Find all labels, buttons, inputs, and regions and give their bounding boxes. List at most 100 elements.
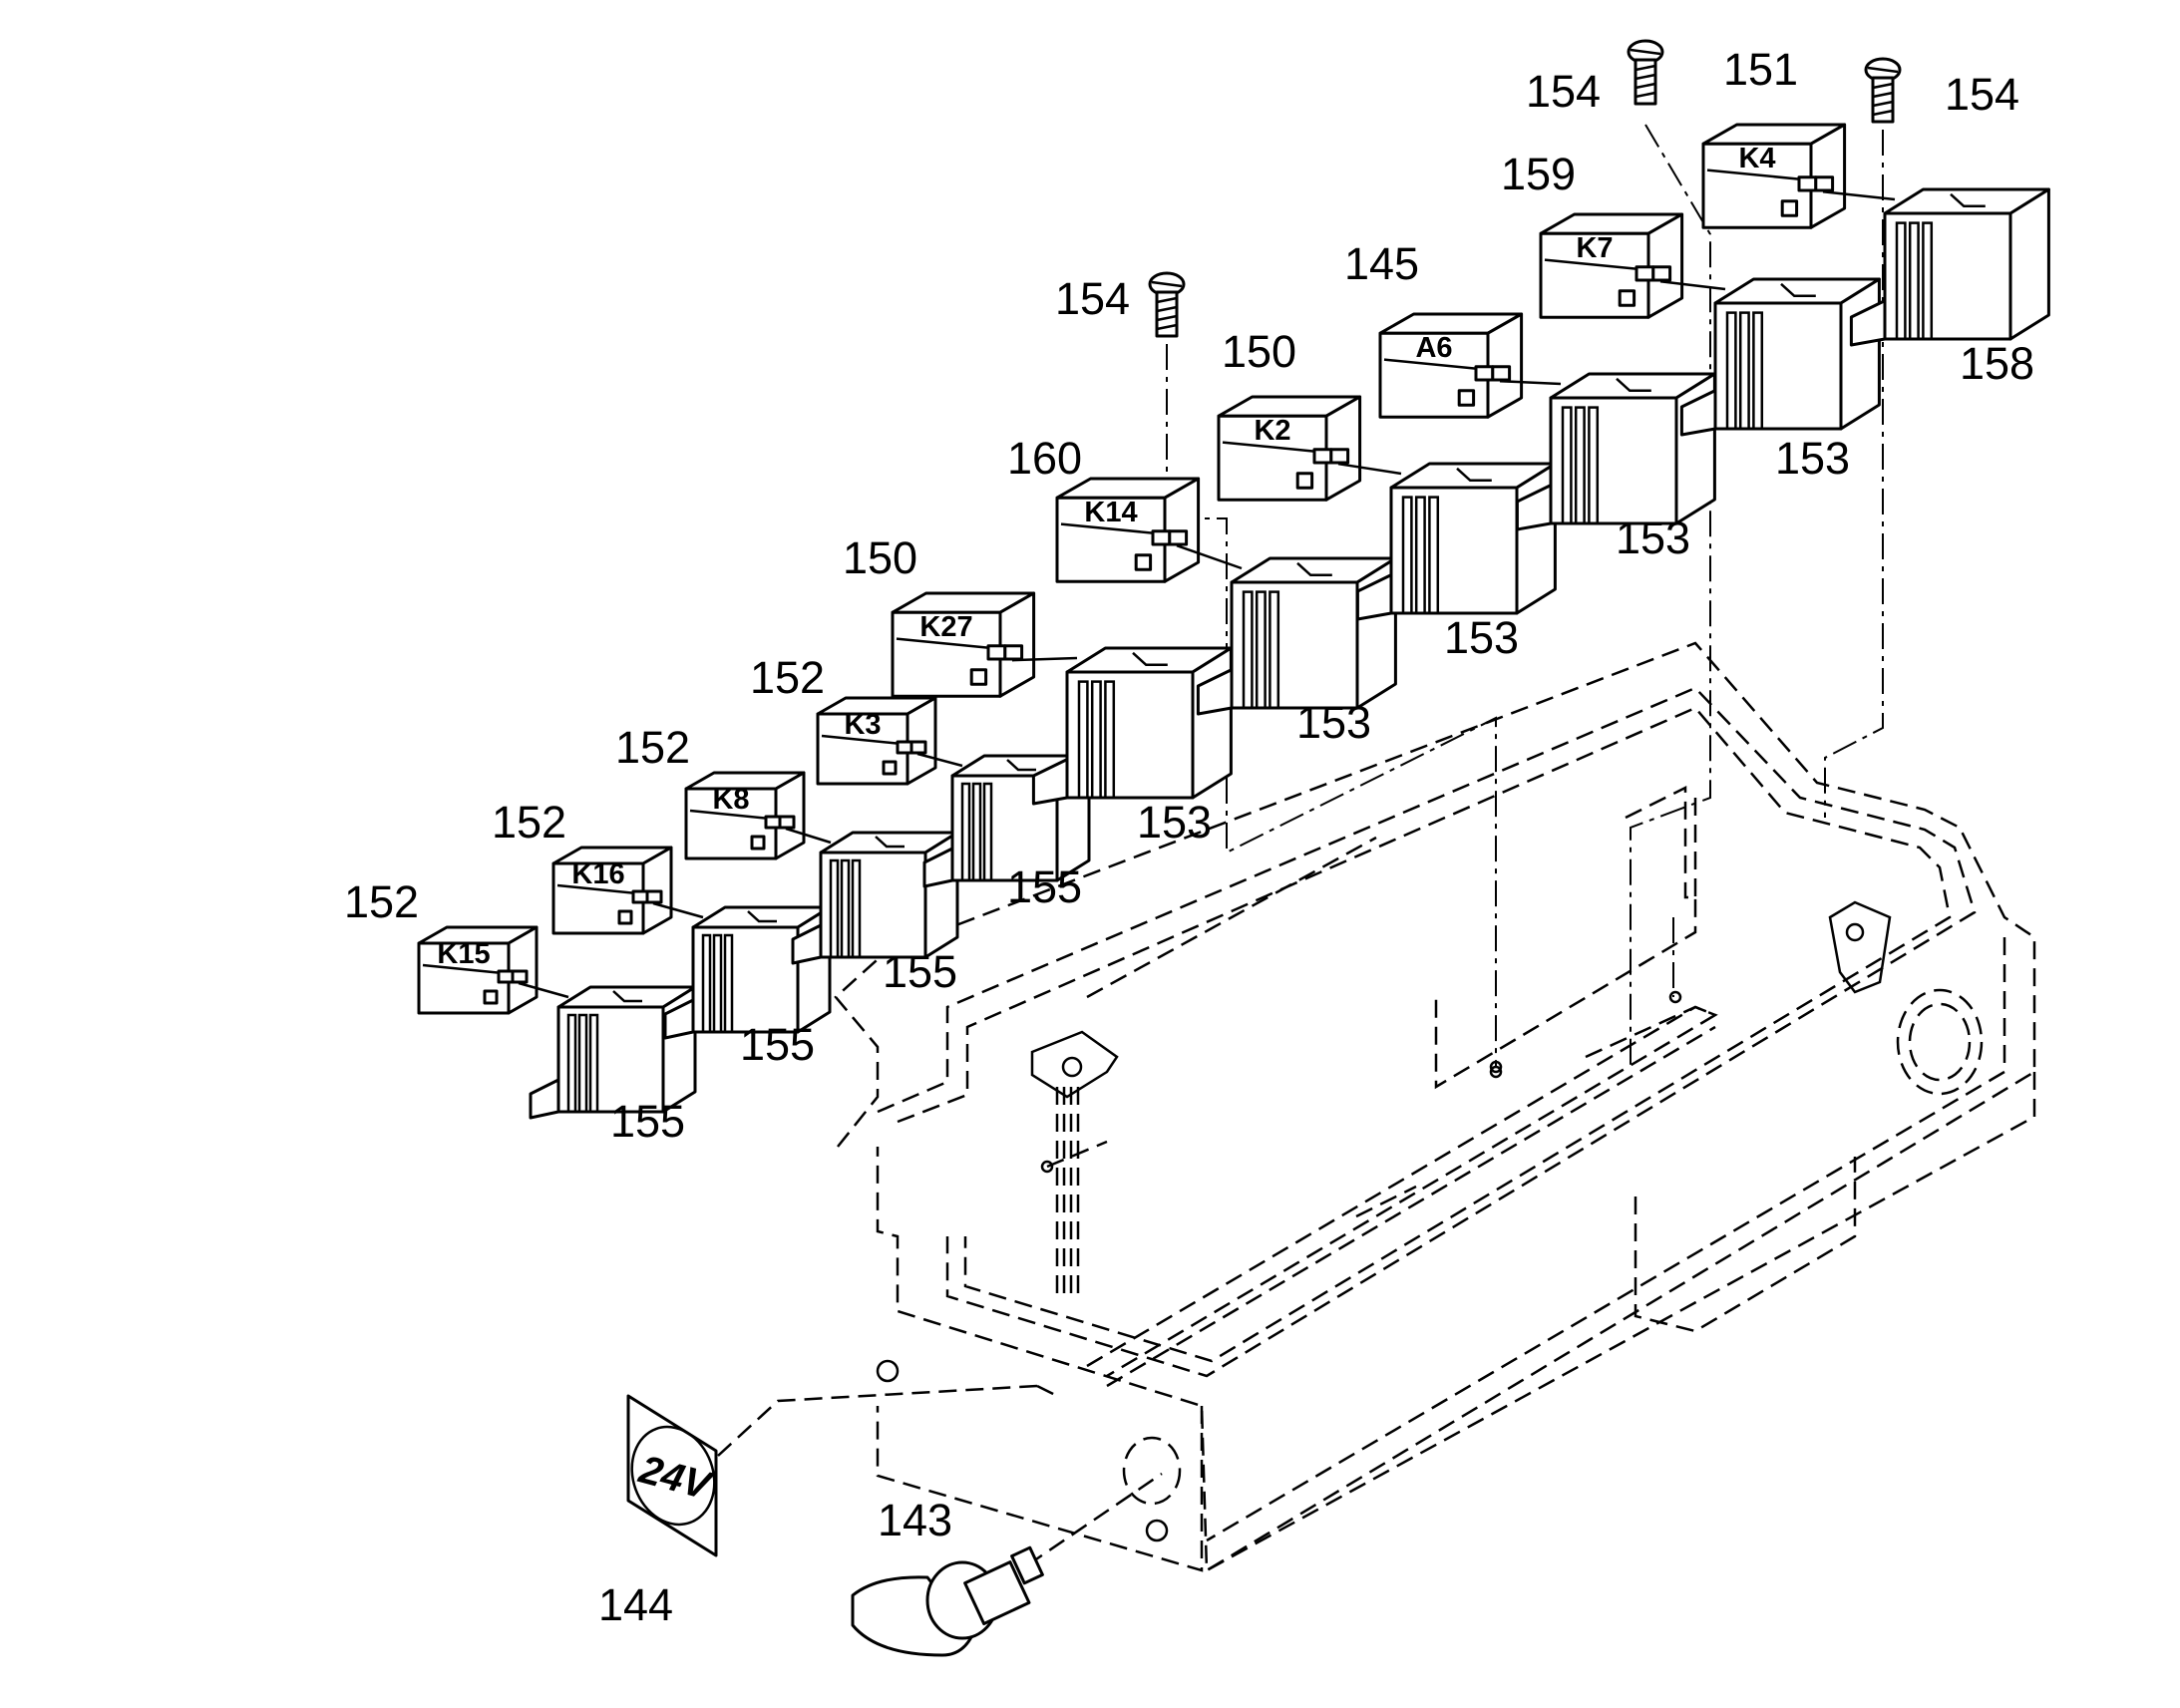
symbol-leader (717, 1384, 1038, 1457)
relay-callout: 152 (750, 652, 825, 703)
relay-edge-line (1383, 358, 1483, 371)
socket-bar (1255, 590, 1267, 710)
relay-contact (1003, 644, 1024, 661)
socket-bar (701, 933, 712, 1034)
relay-contact (778, 815, 796, 830)
socket-callout: 155 (883, 946, 957, 997)
housing-outline (1634, 1157, 1857, 1333)
relay-callout: 151 (1723, 44, 1798, 95)
socket-bar (1895, 221, 1907, 341)
socket-bar (971, 782, 982, 882)
socket-foot (1196, 668, 1234, 716)
relay-contact (764, 815, 782, 830)
relay-contact (1814, 175, 1835, 192)
socket-bar (960, 782, 971, 882)
screw-callout: 154 (1945, 69, 2019, 120)
corner-bracket (1828, 900, 1892, 994)
screw-thread (1872, 91, 1894, 99)
socket-bar (566, 1013, 577, 1114)
housing-outline (877, 686, 1977, 1378)
socket-bar (1725, 311, 1737, 431)
relay-contact (511, 969, 529, 984)
relay-label: K3 (844, 709, 881, 741)
socket-notch (1456, 467, 1492, 483)
relay-contact (1780, 199, 1799, 217)
relay-contact (1651, 265, 1672, 282)
relay-contact (896, 740, 913, 755)
relay-callout: 152 (344, 876, 419, 927)
socket-bar (851, 858, 862, 959)
socket-bar (1428, 496, 1440, 615)
screw-thread (1635, 91, 1656, 99)
relay-edge-line (1060, 522, 1160, 535)
housing-outline (1086, 1005, 1718, 1378)
socket-foot (1679, 389, 1717, 437)
socket-body (1230, 580, 1359, 710)
screw-slot (1867, 66, 1899, 74)
relay-callout: 160 (1007, 433, 1082, 484)
relay-callout: 145 (1344, 238, 1419, 289)
relay-contact (1312, 448, 1333, 465)
socket-bar (577, 1013, 588, 1114)
screw-thread (1156, 314, 1178, 322)
relay-to-socket-line (1499, 379, 1562, 386)
relay-contact (1329, 448, 1350, 465)
plate-callout: 144 (598, 1579, 673, 1630)
socket-bar (1922, 221, 1934, 341)
relay-assembly-k4: K4 151 158 (1701, 44, 2050, 389)
socket-body (1549, 396, 1678, 525)
screw-thread (1635, 73, 1656, 81)
socket-bar (1090, 680, 1102, 800)
socket-body (1883, 211, 2012, 341)
socket-notch (875, 836, 905, 849)
mounting-hole (1040, 1160, 1054, 1174)
corner-bracket-hole (1845, 922, 1865, 942)
relay-callout: 152 (492, 797, 566, 848)
screw-thread (1635, 64, 1656, 72)
socket-side (2008, 187, 2050, 341)
relay-contact (1491, 365, 1512, 382)
socket-foot (922, 847, 954, 888)
socket-leader (1026, 1472, 1163, 1567)
relay-to-socket-line (1659, 279, 1726, 291)
socket-bar (1242, 590, 1254, 710)
relay-edge-line (1706, 169, 1806, 181)
housing-outline (1086, 836, 1377, 999)
relay-contact (1618, 289, 1636, 307)
screw-thread (1872, 82, 1894, 90)
socket-foot (791, 923, 823, 965)
socket-callout: 153 (1296, 697, 1371, 748)
relay-contact (1168, 529, 1189, 546)
relay-edge-line (556, 883, 638, 895)
screw-thread (1872, 109, 1894, 117)
socket-notch (612, 990, 642, 1003)
relay-contact (1797, 175, 1818, 192)
relay-contact (986, 644, 1007, 661)
socket-callout: 158 (1960, 338, 2034, 389)
foot-hole (876, 1359, 900, 1383)
relay-label: K4 (1738, 143, 1775, 174)
screw-mid: 154 (1526, 39, 1664, 117)
relay-contact (909, 740, 927, 755)
relay-edge-line (1544, 258, 1643, 271)
socket-side (1191, 646, 1233, 800)
relay-to-socket-line (1011, 656, 1078, 662)
relay-edge-line (689, 809, 771, 821)
relay-contact (645, 889, 663, 904)
relay-to-socket-line (916, 752, 963, 768)
mounting-hole (1668, 990, 1682, 1004)
electrical-housing (834, 641, 2036, 1573)
socket-bar (982, 782, 993, 882)
flange-outer (1896, 988, 1984, 1096)
relay-contact (497, 969, 515, 984)
screw-callout: 154 (1526, 66, 1601, 117)
socket-callout: 155 (740, 1019, 815, 1070)
screw-right: 154 (1864, 57, 2019, 124)
relay-contact (1635, 265, 1655, 282)
socket-bar (1414, 496, 1426, 615)
flange-inner (1908, 1002, 1972, 1082)
